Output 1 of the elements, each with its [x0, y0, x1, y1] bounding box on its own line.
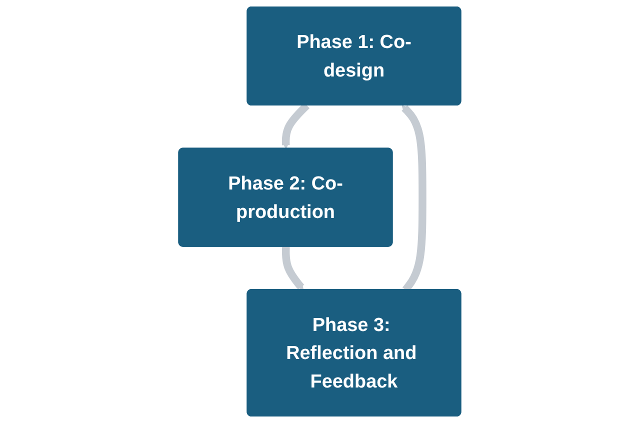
- arrow: [282, 246, 304, 290]
